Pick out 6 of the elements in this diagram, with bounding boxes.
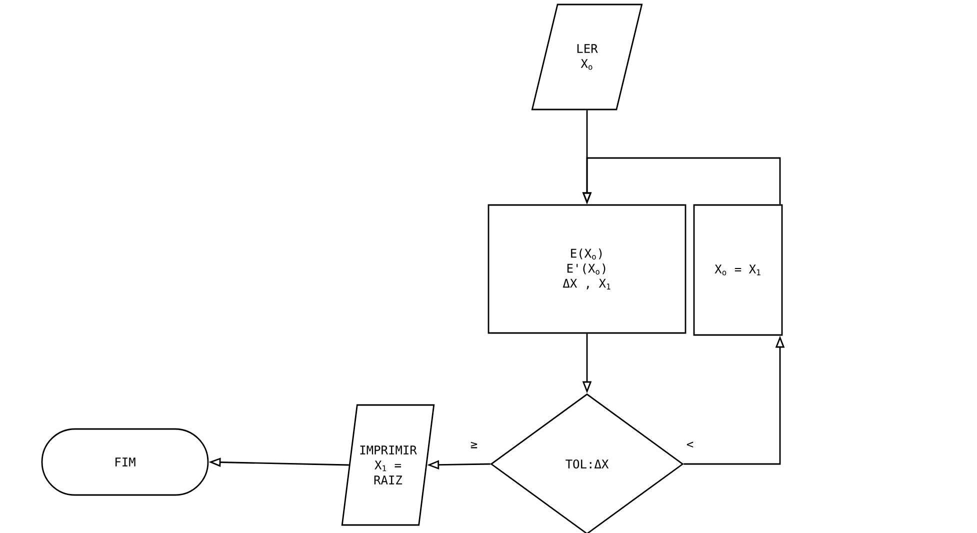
edge-label: ≥ bbox=[469, 440, 479, 450]
process-box: X$_{o}$ = X$_{1}$ bbox=[693, 204, 783, 336]
output-parallelogram: IMPRIMIR X$_{1}$ = RAIZ bbox=[341, 404, 435, 526]
process-box: E(X$_{o}$) E'(X$_{o}$) ΔX , X$_{1}$ bbox=[488, 204, 686, 334]
edge-label: < bbox=[685, 440, 695, 450]
input-parallelogram: LER X$_{o}$ bbox=[531, 4, 643, 110]
